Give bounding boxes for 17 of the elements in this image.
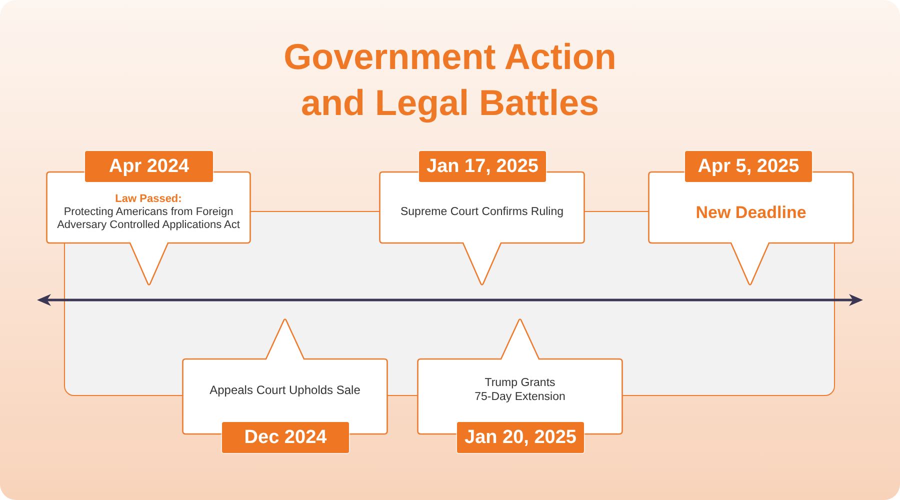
callout-box	[648, 151, 854, 286]
date-tag: Jan 17, 2025	[419, 151, 546, 182]
event-text: Appeals Court Upholds Sale	[210, 383, 360, 398]
date-tag: Apr 5, 2025	[685, 151, 812, 182]
event-heading: Law Passed:	[115, 192, 182, 206]
event-text: Protecting Americans from Foreign Adversary Controlled Applications Act	[56, 206, 241, 232]
event-text: Supreme Court Confirms Ruling	[400, 206, 564, 220]
callout-box	[417, 318, 623, 453]
event-text: New Deadline	[696, 202, 806, 222]
title: Government Action and Legal Battles	[282, 35, 618, 125]
date-tag: Jan 20, 2025	[457, 422, 584, 453]
callout-box	[46, 151, 251, 286]
callout-box	[182, 318, 388, 453]
date-tag: Dec 2024	[222, 422, 349, 453]
event-text: Trump Grants 75-Day Extension	[474, 376, 566, 404]
callout-box	[379, 151, 585, 286]
date-tag: Apr 2024	[85, 151, 213, 182]
